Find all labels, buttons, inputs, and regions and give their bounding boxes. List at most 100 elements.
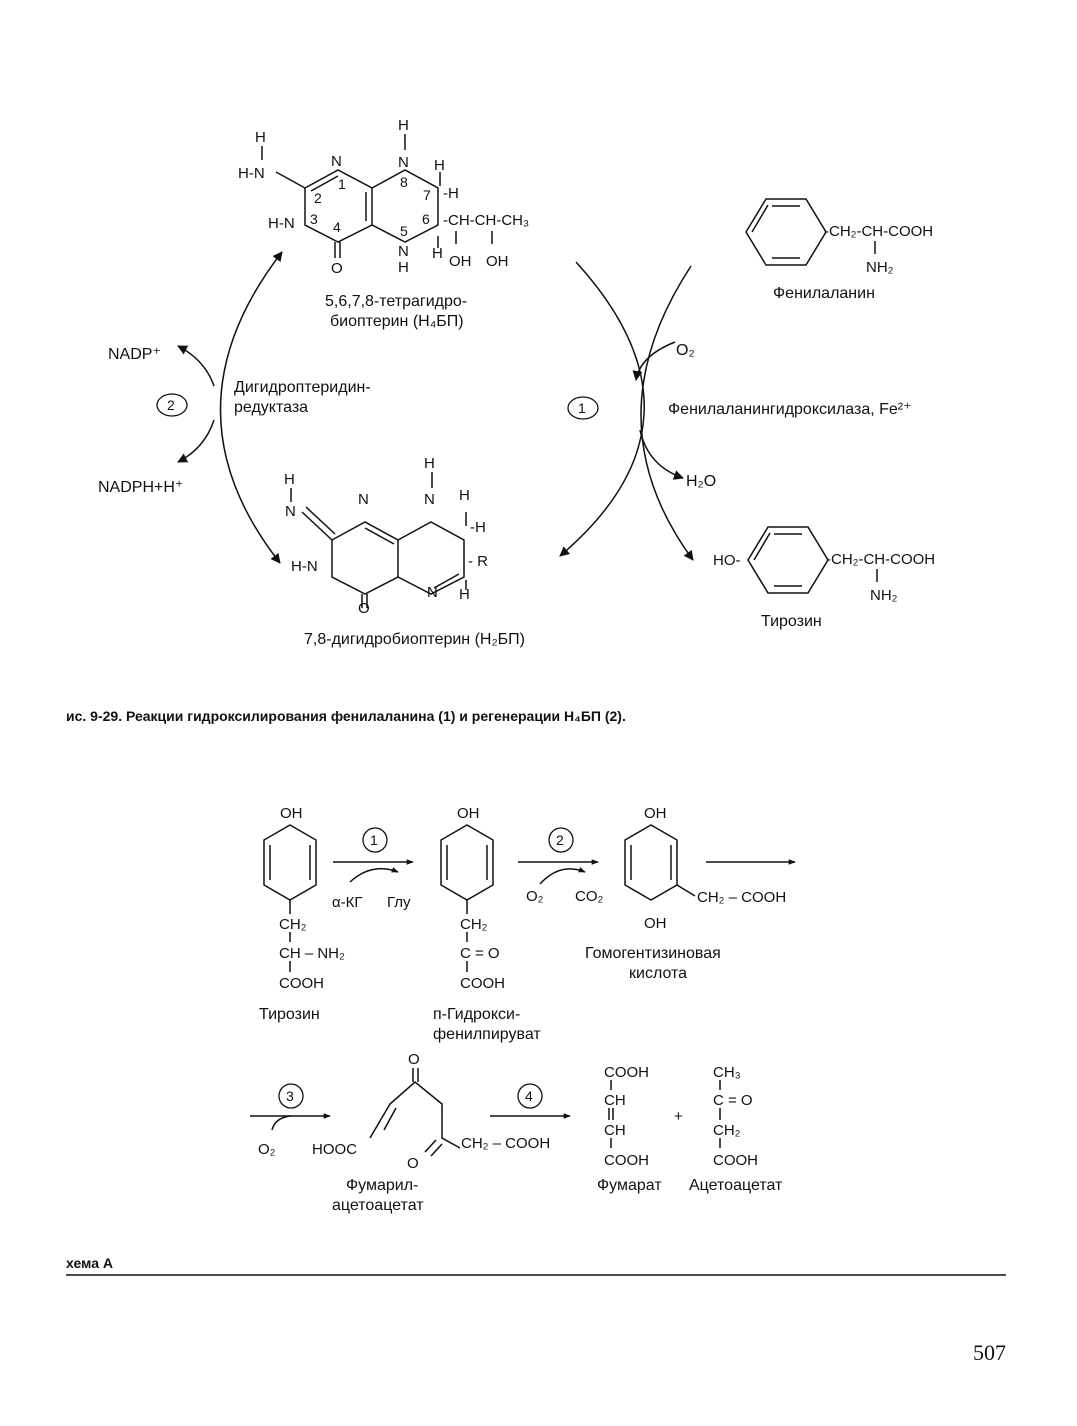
enzyme1-label: Фенилаланингидроксилаза, Fe²⁺ [668,401,912,418]
svg-text:N: N [398,243,409,260]
svg-text:COOH: COOH [460,975,505,992]
svg-text:CH₂: CH₂ [460,916,488,933]
scheme-faa-name2: ацетоацетат [332,1197,424,1214]
svg-text:OH: OH [644,805,667,822]
svg-text:CH: CH [604,1092,626,1109]
scheme-step-2: 2 O₂ CO₂ [518,827,604,905]
svg-text:COOH: COOH [604,1152,649,1169]
svg-text:OH: OH [457,805,480,822]
scheme-hpp-name2: фенилпируват [433,1026,541,1043]
svg-text:CH₂ – COOH: CH₂ – COOH [697,889,786,906]
tyr-ho: HO- [713,552,741,569]
scheme-caption: хема А [66,1255,113,1271]
svg-text:HOOC: HOOC [312,1141,357,1158]
svg-text:COOH: COOH [279,975,324,992]
svg-text:C = O: C = O [713,1092,753,1109]
svg-text:H: H [432,245,443,262]
scheme-tyrosine: OH CH₂ CH – NH₂ COOH Тирозин [259,805,345,1023]
svg-text:1: 1 [370,832,378,848]
tyrosine-structure: HO- -CH₂-CH-COOH NH₂ Тирозин [713,526,935,630]
svg-text:CH – NH₂: CH – NH₂ [279,945,345,962]
tyr-side-chain: -CH₂-CH-COOH [826,551,935,568]
scheme-step-3: 3 O₂ [250,1083,331,1158]
phe-name: Фенилаланин [773,285,875,302]
scheme-acetoacetate-name: Ацетоацетат [689,1177,783,1194]
svg-text:N: N [358,491,369,508]
figure-caption: ис. 9-29. Реакции гидроксилирования фени… [66,708,626,724]
svg-text:CH₂: CH₂ [713,1122,741,1139]
h2o-label: H₂O [686,473,716,490]
phe-nh2: NH₂ [866,259,894,276]
svg-text:C = O: C = O [460,945,500,962]
svg-text:Глу: Глу [387,894,411,911]
tyr-nh2: NH₂ [870,587,898,604]
nadp-label: NADP⁺ [108,346,161,363]
scheme-faa-name1: Фумарил- [346,1177,418,1194]
svg-text:7: 7 [423,187,431,203]
bh4-name-line2: биоптерин (Н₄БП) [330,313,464,330]
step-1-marker: 1 [567,396,599,420]
svg-text:1: 1 [578,400,586,416]
svg-text:1: 1 [338,176,346,192]
svg-text:H: H [459,487,470,504]
svg-text:H-N: H-N [268,215,295,232]
svg-text:CH: CH [604,1122,626,1139]
svg-text:H: H [398,259,409,276]
svg-text:2: 2 [167,397,175,413]
svg-text:2: 2 [556,832,564,848]
svg-text:N: N [285,503,296,520]
svg-text:CH₂: CH₂ [279,916,307,933]
svg-text:COOH: COOH [604,1064,649,1081]
svg-text:CO₂: CO₂ [575,888,604,905]
svg-text:H: H [398,117,409,134]
svg-text:3: 3 [310,211,318,227]
cycle-arrows [177,251,694,564]
scheme-acetoacetate: CH₃ C = O CH₂ COOH Ацетоацетат [689,1064,783,1194]
scheme-hga-name2: кислота [629,965,687,982]
step-2-marker: 2 [156,393,188,417]
svg-text:H: H [434,157,445,174]
bh4-name-line1: 5,6,7,8-тетрагидро- [325,293,467,310]
svg-text:8: 8 [400,174,408,190]
svg-text:OH: OH [280,805,303,822]
svg-text:H: H [284,471,295,488]
scheme-fumarate: COOH CH CH COOH Фумарат [597,1064,662,1194]
svg-text:OH: OH [449,253,472,270]
svg-text:OH: OH [486,253,509,270]
page-number: 507 [973,1340,1006,1365]
svg-text:CH₂ – COOH: CH₂ – COOH [461,1135,550,1152]
enzyme2-line2: редуктаза [234,399,308,416]
tetrahydrobiopterin-structure: H H-N H N N H -H H-N -CH-CH-CH₃ N H H O … [238,117,529,330]
scheme-plus: + [674,1108,683,1125]
nadph-label: NADPH+H⁺ [98,479,183,496]
svg-text:N: N [427,584,438,601]
svg-text:-CH-CH-CH₃: -CH-CH-CH₃ [443,212,529,229]
scheme-homogentisate: OH OH CH₂ – COOH Гомогентизиновая кислот… [585,805,786,982]
svg-text:OH: OH [644,915,667,932]
o2-label: O₂ [676,342,695,359]
scheme-fumarylacetoacetate: O HOOC O CH₂ – COOH Фумарил- ацетоацетат [312,1051,550,1214]
scheme-tyr-name: Тирозин [259,1006,320,1023]
scheme-hga-name1: Гомогентизиновая [585,945,721,962]
svg-text:2: 2 [314,190,322,206]
svg-text:O: O [358,600,370,617]
svg-text:3: 3 [286,1088,294,1104]
enzyme2-line1: Дигидроптеридин- [234,379,371,396]
dihydrobiopterin-structure: H N H N N H -H - R H-N N H O 7,8-дигидро… [284,455,525,648]
svg-text:5: 5 [400,223,408,239]
svg-text:4: 4 [333,219,341,235]
svg-text:H-N: H-N [291,558,318,575]
scheme-hpp: OH CH₂ C = O COOH п-Гидрокси- фенилпирув… [433,805,541,1043]
svg-text:CH₃: CH₃ [713,1064,741,1081]
scheme-fumarate-name: Фумарат [597,1177,662,1194]
svg-text:O₂: O₂ [526,888,544,905]
svg-text:α-КГ: α-КГ [332,894,363,911]
svg-text:H: H [459,586,470,603]
svg-text:N: N [424,491,435,508]
svg-text:N: N [331,153,342,170]
svg-text:COOH: COOH [713,1152,758,1169]
scheme-step-4: 4 [490,1083,571,1119]
svg-text:N: N [398,154,409,171]
tyr-name: Тирозин [761,613,822,630]
